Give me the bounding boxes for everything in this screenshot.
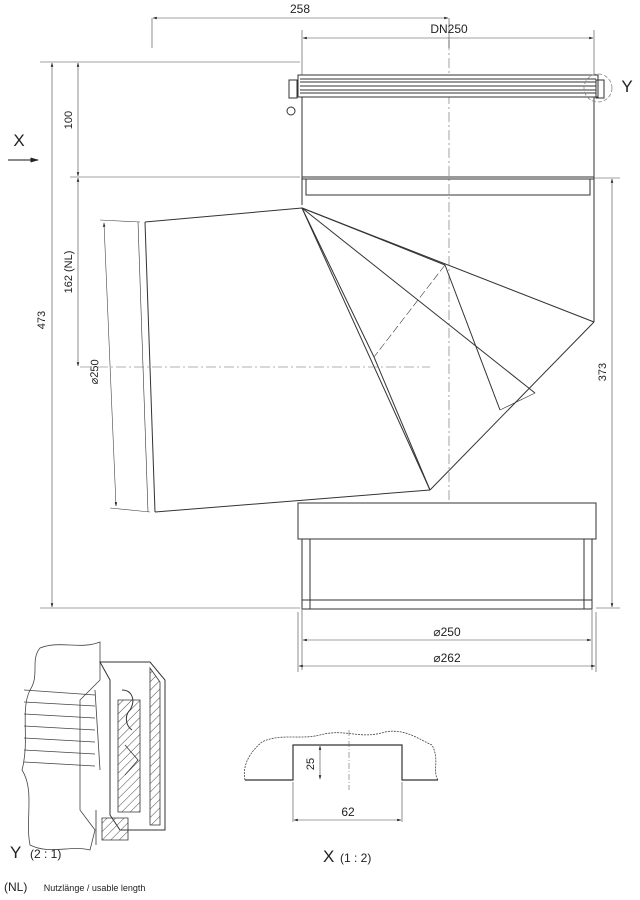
dim-dia-262-bottom: ⌀262 [433, 651, 461, 665]
detail-y-letter: Y [10, 843, 21, 862]
detail-x-dim-25: 25 [305, 758, 317, 770]
dim-dia-250-bottom: ⌀250 [433, 625, 461, 639]
dim-dn250: DN250 [430, 22, 468, 36]
legend: (NL) Nutzlänge / usable length [4, 878, 145, 896]
legend-key: (NL) [4, 880, 28, 894]
socket-top [286, 74, 605, 196]
legend-text: Nutzlänge / usable length [43, 883, 146, 893]
dim-373: 373 [597, 363, 609, 381]
view-y-label: Y [621, 77, 632, 96]
detail-x-dim-62: 62 [341, 805, 355, 819]
detail-y [21, 641, 166, 851]
detail-x-scale: (1 : 2) [340, 851, 371, 865]
dim-100: 100 [63, 111, 75, 129]
spigot-bottom [297, 502, 597, 610]
dim-258: 258 [290, 2, 310, 16]
dim-162-nl: 162 (NL) [63, 251, 75, 294]
y-detail-marker [583, 73, 613, 103]
view-x-label: X [13, 131, 24, 150]
detail-y-scale: (2 : 1) [30, 847, 61, 861]
dimension-lines [8, 16, 620, 672]
detail-x [243, 730, 439, 822]
main-view [80, 40, 605, 610]
branch-outlet [137, 207, 595, 513]
detail-x-letter: X [323, 847, 334, 866]
dim-473: 473 [36, 311, 48, 329]
dim-dia-250-side: ⌀250 [89, 359, 102, 384]
